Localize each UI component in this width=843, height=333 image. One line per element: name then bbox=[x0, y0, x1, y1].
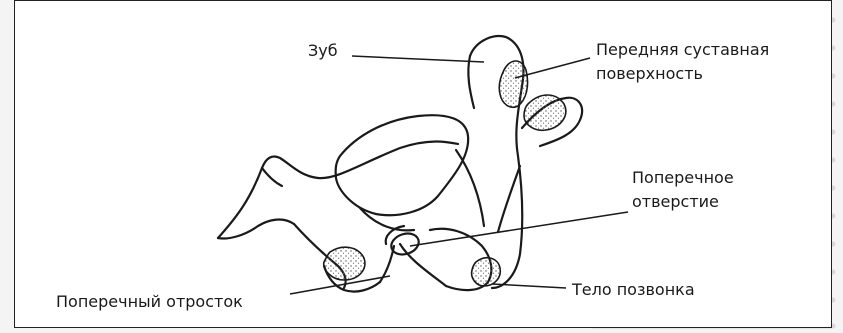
label-transverse-foramen-line1: Поперечное bbox=[632, 168, 734, 187]
leader-vertebral-body bbox=[492, 284, 566, 288]
transverse-foramen-shape bbox=[389, 230, 422, 258]
label-tooth: Зуб bbox=[308, 41, 338, 60]
label-transverse-foramen-line2: отверстие bbox=[632, 192, 719, 211]
label-anterior-articular-surface-line2: поверхность bbox=[596, 64, 703, 83]
anterior-articular-surface bbox=[499, 61, 527, 107]
label-anterior-articular-surface-line1: Передняя суставная bbox=[596, 40, 769, 59]
label-vertebral-body: Тело позвонка bbox=[572, 280, 695, 299]
leader-anterior-surface bbox=[515, 58, 590, 78]
posterior-arch-shape bbox=[336, 115, 469, 215]
leader-tooth bbox=[352, 56, 484, 62]
label-transverse-process: Поперечный отросток bbox=[56, 292, 243, 311]
transverse-process-shape bbox=[218, 142, 458, 239]
